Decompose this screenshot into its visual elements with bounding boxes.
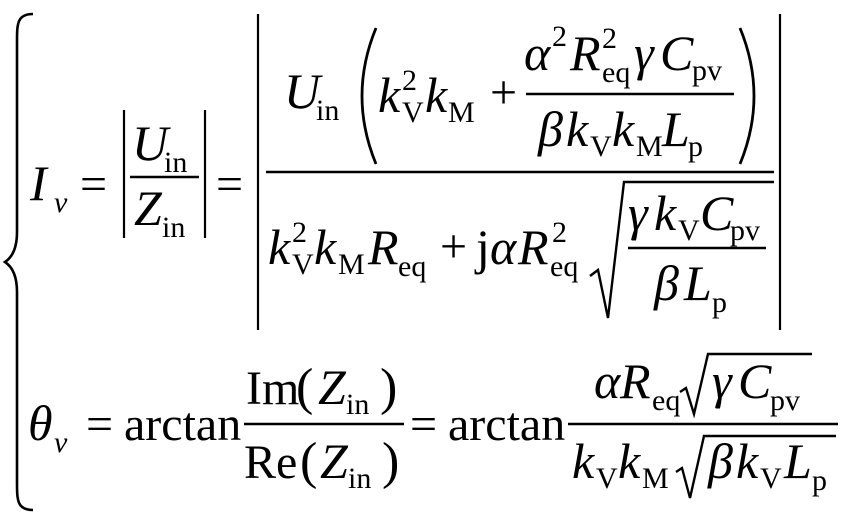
subscript-M: M bbox=[448, 96, 475, 129]
subscript-p: p bbox=[812, 464, 827, 497]
subscript-pv: pv bbox=[730, 214, 760, 247]
current-equation: I v = U in Z in = U in k 2 V k M + α 2 R… bbox=[29, 14, 782, 330]
capacitance-symbol: C bbox=[700, 185, 734, 241]
sqrt-sign bbox=[675, 434, 836, 499]
left-paren: ( bbox=[300, 433, 317, 490]
right-paren bbox=[738, 27, 756, 165]
equals-sign: = bbox=[216, 158, 243, 211]
subscript-p: p bbox=[688, 130, 703, 163]
impedance-subscript: in bbox=[346, 388, 369, 421]
plus-sign: + bbox=[440, 220, 467, 273]
subscript-V: V bbox=[760, 462, 782, 495]
gamma-symbol: γ bbox=[712, 353, 733, 409]
k-symbol: k bbox=[572, 433, 595, 489]
alpha-symbol: α bbox=[490, 219, 518, 275]
real-part-operator: Re bbox=[244, 436, 297, 489]
imaginary-part-operator: Im bbox=[246, 362, 299, 415]
inductance-symbol: L bbox=[661, 101, 690, 157]
subscript-V: V bbox=[596, 462, 618, 495]
current-subscript: v bbox=[54, 186, 68, 219]
capacitance-symbol: C bbox=[738, 353, 772, 409]
impedance-symbol: Z bbox=[318, 359, 347, 415]
subscript-V: V bbox=[402, 96, 424, 129]
gamma-symbol: γ bbox=[628, 185, 649, 241]
arctan-function: arctan bbox=[448, 398, 565, 451]
equals-sign: = bbox=[86, 398, 113, 451]
right-paren: ) bbox=[380, 359, 397, 416]
imaginary-unit: j bbox=[474, 219, 490, 275]
k-symbol: k bbox=[425, 67, 448, 123]
subscript-eq: eq bbox=[602, 56, 630, 89]
gamma-symbol: γ bbox=[634, 25, 655, 81]
resistance-symbol: R bbox=[569, 25, 601, 81]
left-paren bbox=[360, 27, 378, 165]
beta-symbol: β bbox=[653, 255, 679, 311]
subscript-V: V bbox=[292, 248, 314, 281]
superscript-2: 2 bbox=[402, 64, 417, 97]
resistance-symbol: R bbox=[517, 219, 549, 275]
k-symbol: k bbox=[654, 185, 677, 241]
voltage-subscript: in bbox=[164, 146, 187, 179]
subscript-V: V bbox=[678, 214, 700, 247]
sqrt-sign bbox=[679, 352, 812, 419]
superscript-2: 2 bbox=[552, 216, 567, 249]
subscript-M: M bbox=[642, 462, 669, 495]
k-symbol: k bbox=[618, 433, 641, 489]
superscript-2: 2 bbox=[292, 216, 307, 249]
subscript-M: M bbox=[636, 130, 663, 163]
k-symbol: k bbox=[612, 101, 635, 157]
plus-sign: + bbox=[490, 66, 517, 119]
subscript-eq: eq bbox=[398, 250, 426, 283]
phase-subscript: v bbox=[54, 426, 68, 459]
impedance-symbol: Z bbox=[320, 433, 349, 489]
current-symbol: I bbox=[29, 155, 49, 211]
beta-symbol: β bbox=[707, 433, 733, 489]
subscript-pv: pv bbox=[770, 384, 800, 417]
impedance-subscript: in bbox=[162, 211, 185, 244]
inductance-symbol: L bbox=[683, 255, 712, 311]
alpha-symbol: α bbox=[524, 25, 552, 81]
subscript-p: p bbox=[712, 286, 727, 319]
arctan-function: arctan bbox=[124, 398, 241, 451]
k-symbol: k bbox=[566, 101, 589, 157]
left-paren: ( bbox=[296, 359, 313, 416]
k-symbol: k bbox=[736, 433, 759, 489]
resistance-symbol: R bbox=[367, 219, 399, 275]
right-paren: ) bbox=[382, 433, 399, 490]
resistance-symbol: R bbox=[619, 353, 651, 409]
capacitance-symbol: C bbox=[660, 25, 694, 81]
k-symbol: k bbox=[268, 219, 291, 275]
k-symbol: k bbox=[378, 67, 401, 123]
subscript-V: V bbox=[590, 130, 612, 163]
equals-sign: = bbox=[80, 158, 107, 211]
k-symbol: k bbox=[314, 219, 337, 275]
system-brace bbox=[2, 12, 34, 512]
sqrt-sign bbox=[589, 180, 774, 319]
phase-equation: θ v = arctan Im ( Z in ) Re ( Z in ) = a… bbox=[28, 352, 838, 499]
impedance-subscript: in bbox=[348, 462, 371, 495]
alpha-symbol: α bbox=[594, 353, 622, 409]
impedance-symbol: Z bbox=[134, 180, 163, 236]
inductance-symbol: L bbox=[783, 433, 812, 489]
subscript-eq: eq bbox=[550, 250, 578, 283]
subscript-eq: eq bbox=[652, 384, 680, 417]
superscript-2: 2 bbox=[602, 22, 617, 55]
equals-sign: = bbox=[410, 398, 437, 451]
voltage-symbol: U bbox=[284, 63, 323, 119]
phase-symbol: θ bbox=[28, 395, 53, 451]
voltage-symbol: U bbox=[132, 115, 171, 171]
subscript-pv: pv bbox=[692, 54, 722, 87]
beta-symbol: β bbox=[537, 101, 563, 157]
subscript-M: M bbox=[338, 248, 365, 281]
voltage-subscript: in bbox=[316, 94, 339, 127]
superscript-2: 2 bbox=[552, 20, 567, 53]
